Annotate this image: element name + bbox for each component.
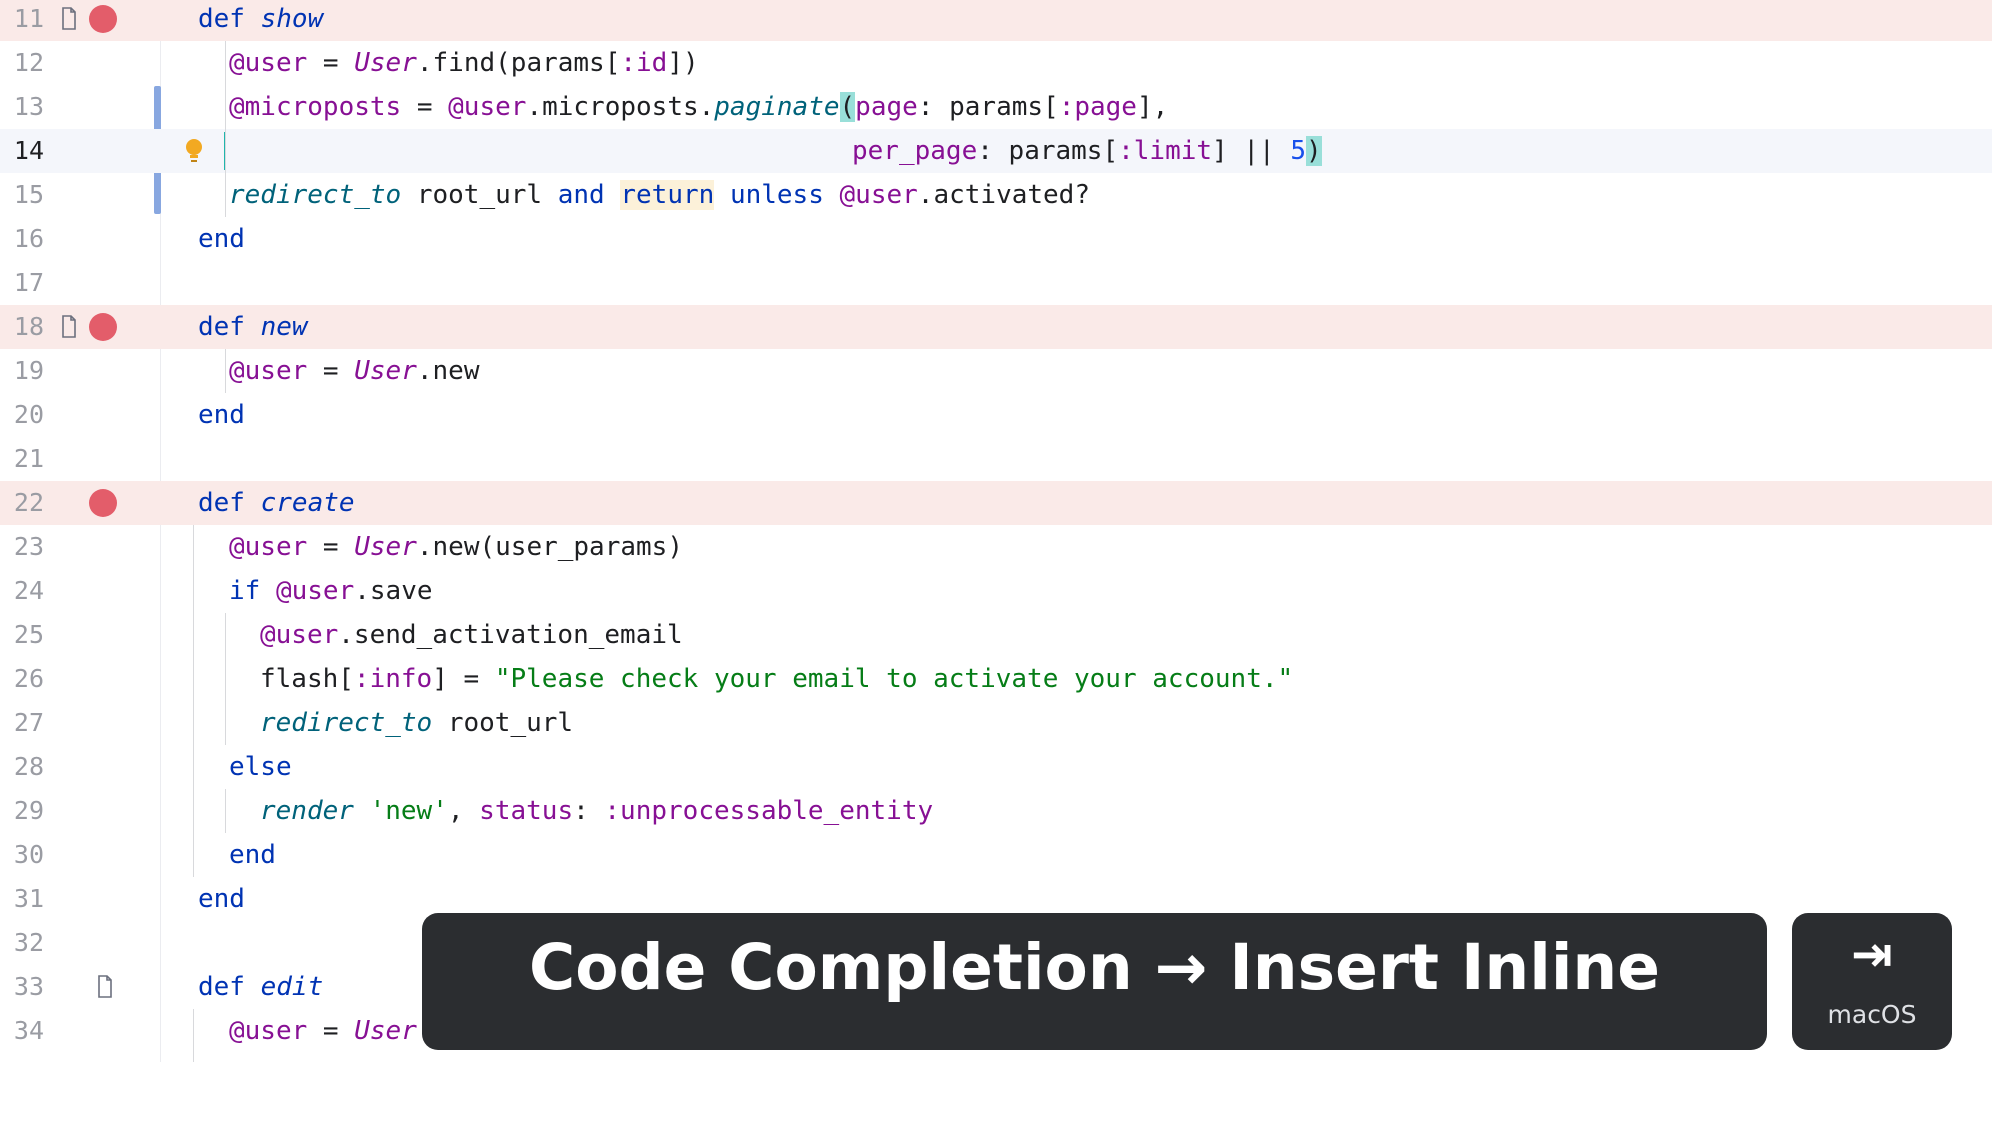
code-line[interactable]: 19 @user = User.new (0, 349, 1992, 393)
code-text: per_page: params[:limit] || 5) (852, 136, 1322, 166)
line-number: 19 (13, 356, 44, 385)
shortcut-banner: Code Completion → Insert Inline Proposal (422, 913, 1767, 1114)
line-number: 17 (13, 268, 44, 297)
line-number: 29 (13, 796, 44, 825)
code-line[interactable]: 27 redirect_to root_url (0, 701, 1992, 745)
line-number: 21 (13, 444, 44, 473)
lightbulb-icon[interactable] (182, 137, 206, 167)
code-text: end (229, 840, 276, 870)
code-line[interactable]: 33 def edit (0, 965, 1992, 1009)
code-text: redirect_to root_url (260, 708, 574, 738)
code-text: end (198, 224, 245, 254)
shortcut-keycap: ⇥ macOS (1792, 913, 1952, 1050)
code-line[interactable]: 32 (0, 921, 1992, 965)
code-text: def show (198, 4, 324, 34)
code-text: end (198, 400, 245, 430)
code-text: @microposts = @user.microposts.paginate(… (229, 92, 1169, 122)
code-line[interactable]: 16 end (0, 217, 1992, 261)
line-number: 18 (13, 312, 44, 341)
breakpoint-icon[interactable] (89, 313, 117, 341)
code-text: def edit (198, 972, 324, 1002)
indent-guide (193, 1009, 194, 1062)
code-line[interactable]: 23 @user = User.new(user_params) (0, 525, 1992, 569)
line-number: 23 (13, 532, 44, 561)
indent-guide (225, 613, 226, 745)
breakpoint-icon[interactable] (89, 5, 117, 33)
code-line[interactable]: 13 @microposts = @user.microposts.pagina… (0, 85, 1992, 129)
bookmark-icon[interactable] (60, 315, 76, 339)
code-line[interactable]: 28 else (0, 745, 1992, 789)
code-line-current[interactable]: 14 per_page: params[:limit] || 5) (0, 129, 1992, 173)
line-number: 11 (13, 4, 44, 33)
line-number: 30 (13, 840, 44, 869)
editor-gutter[interactable] (0, 0, 161, 1062)
keycap-os-label: macOS (1827, 1000, 1917, 1029)
code-line[interactable]: 15 redirect_to root_url and return unles… (0, 173, 1992, 217)
code-line[interactable]: 29 render 'new', status: :unprocessable_… (0, 789, 1992, 833)
code-line[interactable]: 34 @user = User (0, 1009, 1992, 1053)
code-line[interactable]: 17 (0, 261, 1992, 305)
code-line[interactable]: 18 def new (0, 305, 1992, 349)
line-number: 22 (13, 488, 44, 517)
code-text: end (198, 884, 245, 914)
code-line[interactable]: 12 @user = User.find(params[:id]) (0, 41, 1992, 85)
indent-guide (225, 349, 226, 393)
code-text: if @user.save (229, 576, 433, 606)
line-number: 15 (13, 180, 44, 209)
code-line[interactable]: 22 def create (0, 481, 1992, 525)
line-number: 16 (13, 224, 44, 253)
code-text: @user = User (229, 1016, 417, 1046)
indent-guide (193, 525, 194, 877)
code-text: @user = User.new (229, 356, 480, 386)
code-line[interactable]: 30 end (0, 833, 1992, 877)
line-number: 34 (13, 1016, 44, 1045)
code-text: else (229, 752, 292, 782)
line-number: 27 (13, 708, 44, 737)
code-line[interactable]: 26 flash[:info] = "Please check your ema… (0, 657, 1992, 701)
code-text: def create (198, 488, 355, 518)
breakpoint-icon[interactable] (89, 489, 117, 517)
banner-title: Code Completion → Insert Inline Proposal (528, 931, 1661, 1114)
line-number: 25 (13, 620, 44, 649)
bookmark-icon[interactable] (96, 975, 112, 999)
line-number: 13 (13, 92, 44, 121)
indent-guide (225, 41, 226, 217)
code-text: flash[:info] = "Please check your email … (260, 664, 1294, 694)
code-text: def new (198, 312, 308, 342)
code-text: @user = User.new(user_params) (229, 532, 683, 562)
code-line[interactable]: 21 (0, 437, 1992, 481)
tab-key-icon: ⇥ (1851, 925, 1893, 983)
bookmark-icon[interactable] (60, 7, 76, 31)
line-number: 32 (13, 928, 44, 957)
line-number: 14 (13, 136, 44, 165)
line-number: 24 (13, 576, 44, 605)
line-number: 33 (13, 972, 44, 1001)
line-number: 26 (13, 664, 44, 693)
code-text: redirect_to root_url and return unless @… (229, 180, 1090, 210)
code-editor[interactable]: 11 def show 12 @user = User.find(params[… (0, 0, 1992, 1062)
code-line[interactable]: 11 def show (0, 0, 1992, 41)
code-text: @user.send_activation_email (260, 620, 683, 650)
code-line[interactable]: 31 end (0, 877, 1992, 921)
line-number: 12 (13, 48, 44, 77)
code-line[interactable]: 25 @user.send_activation_email (0, 613, 1992, 657)
line-number: 28 (13, 752, 44, 781)
code-line[interactable]: 20 end (0, 393, 1992, 437)
indent-guide (225, 789, 226, 833)
code-line[interactable]: 24 if @user.save (0, 569, 1992, 613)
code-text: render 'new', status: :unprocessable_ent… (260, 796, 934, 826)
line-number: 20 (13, 400, 44, 429)
line-number: 31 (13, 884, 44, 913)
code-text: @user = User.find(params[:id]) (229, 48, 699, 78)
